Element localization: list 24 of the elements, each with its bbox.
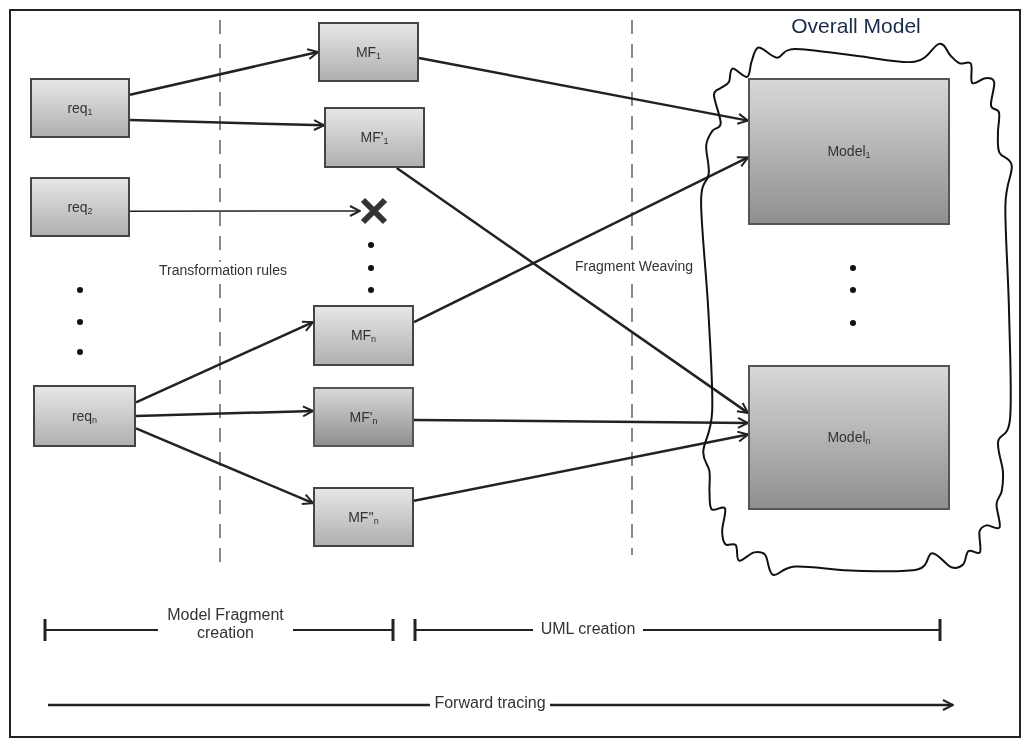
cross-mark [360, 197, 388, 225]
arrow [414, 416, 749, 429]
arrow [129, 205, 361, 217]
model-fragment-box: MF''$_{n}$ [313, 487, 414, 547]
arrow [135, 320, 314, 404]
arrow [413, 430, 749, 503]
requirement-box: req$_{n}$ [33, 385, 136, 447]
arrow [396, 166, 749, 414]
model-box: Model$_{1}$ [748, 78, 950, 225]
phase-label: Forward tracing [430, 694, 550, 713]
arrow [135, 405, 314, 418]
group-title: Overall Model [790, 14, 922, 38]
requirement-box: req$_{2}$ [30, 177, 130, 237]
model-fragment-box: MF$_{n}$ [313, 305, 414, 366]
arrow [418, 56, 749, 125]
arrow [129, 118, 325, 132]
arrow [135, 427, 314, 505]
model-box: Model$_{n}$ [748, 365, 950, 510]
arrow [129, 48, 319, 96]
arrow [413, 156, 749, 324]
model-fragment-box: MF'$_{1}$ [324, 107, 425, 168]
model-fragment-box: MF'$_{n}$ [313, 387, 414, 447]
model-fragment-box: MF$_{1}$ [318, 22, 419, 82]
requirement-box: req$_{1}$ [30, 78, 130, 138]
